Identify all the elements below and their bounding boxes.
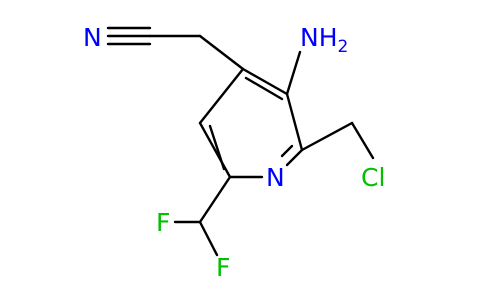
ring-bonds	[198, 67, 304, 179]
bond-c6-c5	[198, 121, 232, 179]
bond-c4-c3	[241, 67, 289, 96]
amino-group-label: NH2	[300, 23, 348, 57]
fluorine-label-1: F	[156, 208, 170, 237]
fluorine-label-2: F	[216, 253, 230, 282]
bond-c3-nh2	[285, 50, 302, 96]
bond-c6-c5-inner	[208, 124, 226, 171]
bond-c3-c2	[285, 92, 304, 152]
amino-subscript: 2	[338, 37, 349, 57]
bond-c6-chf2	[198, 175, 232, 224]
nitrile-nitrogen-label: N	[83, 23, 102, 52]
bond-c2-ch2	[300, 121, 354, 152]
chlorine-label: Cl	[361, 163, 385, 192]
bond-c5-c4	[198, 67, 245, 125]
ring-nitrogen-label: N	[266, 163, 285, 192]
bond-c2-n1	[285, 148, 304, 167]
amino-symbol: NH	[300, 23, 338, 52]
substituent-bonds	[106, 26, 375, 257]
bond-c4-c3-inner	[244, 76, 284, 101]
bond-chf2-f2	[198, 220, 219, 257]
bond-c4-ch2	[198, 34, 245, 71]
atom-labels: N NH2 N Cl F F	[83, 23, 385, 282]
bond-c2-n1-inner	[280, 144, 294, 158]
bond-ch2-cl	[350, 121, 375, 160]
